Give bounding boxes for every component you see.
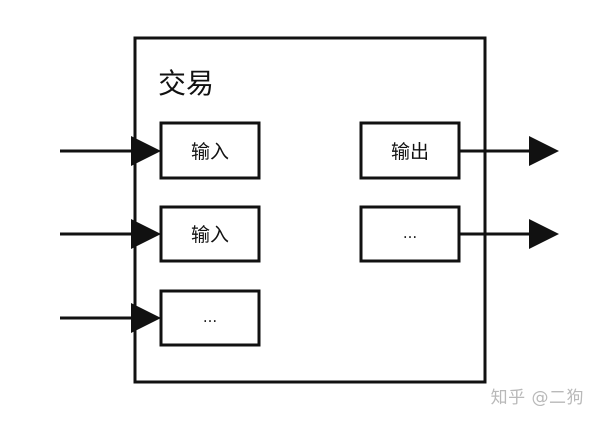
- output-box-1: [359, 121, 461, 180]
- transaction-title: 交易: [158, 67, 214, 100]
- input-box-3: [159, 289, 261, 347]
- input-box-1-label: 输入: [191, 141, 229, 163]
- transaction-box: [133, 36, 487, 384]
- input-box-3-label: ...: [203, 308, 217, 326]
- input-box-1: [159, 121, 261, 180]
- input-box-2: [159, 205, 261, 263]
- output-box-2: [359, 205, 461, 263]
- watermark: 知乎 @二狗: [490, 388, 584, 408]
- input-box-2-label: 输入: [191, 224, 229, 246]
- output-box-2-label: ...: [403, 224, 417, 242]
- output-box-1-label: 输出: [391, 141, 429, 163]
